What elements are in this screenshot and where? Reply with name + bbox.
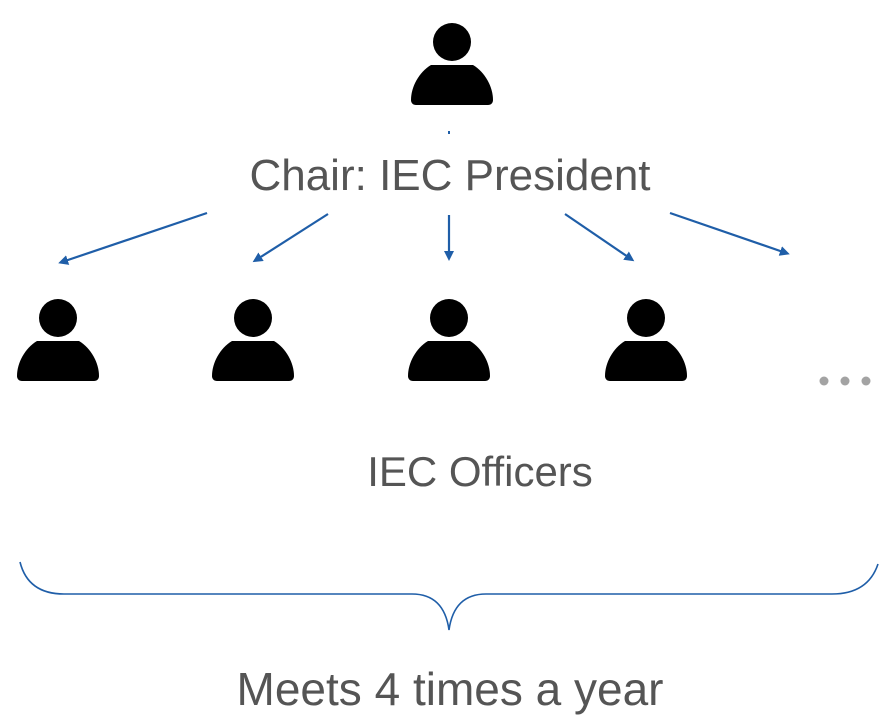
officer-3-person-icon: [408, 299, 490, 381]
arrow-to-officer-1: [58, 211, 208, 265]
arrow-to-officer-2: [252, 213, 329, 263]
meeting-frequency-label: Meets 4 times a year: [236, 663, 664, 715]
officer-4-person-icon: [605, 299, 687, 381]
chair-label: Chair: IEC President: [249, 151, 651, 200]
arrow-to-officer-4: [564, 213, 635, 262]
officers-brace: [19, 561, 879, 631]
officers-label: IEC Officers: [367, 448, 593, 495]
more-officers-ellipsis-icon: [819, 376, 871, 386]
arrow-to-more-officers: [669, 211, 790, 256]
officer-2-person-icon: [212, 299, 294, 381]
chair-person-icon: [411, 23, 493, 105]
officer-1-person-icon: [17, 299, 99, 381]
